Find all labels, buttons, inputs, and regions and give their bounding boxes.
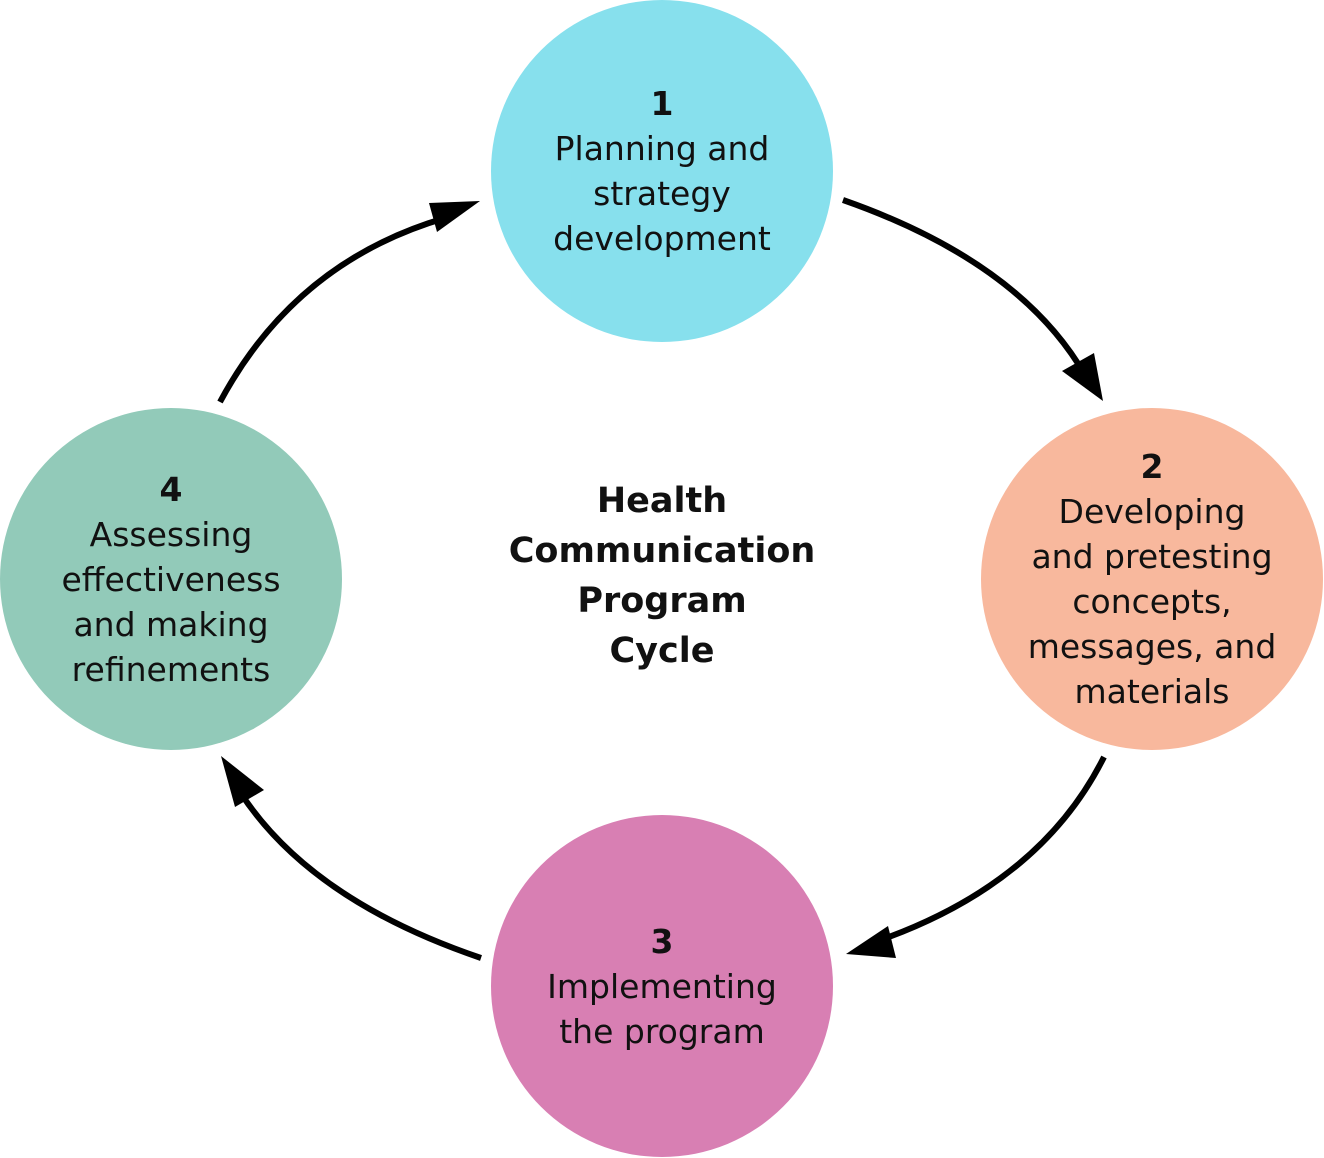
step-2-label-line: concepts,	[1072, 582, 1232, 621]
step-4-number: 4	[159, 469, 183, 509]
step-2-label-line: materials	[1074, 672, 1230, 711]
step-4-label-line: refinements	[71, 649, 271, 689]
diagram-title-line: Program	[577, 581, 747, 621]
arrow-step2-to-step3	[874, 755, 1107, 945]
step-3-circle: 3 Implementing the program	[491, 815, 833, 1157]
arrowhead-step4	[221, 756, 264, 807]
step-2-label-line: and pretesting	[1031, 537, 1273, 576]
diagram-title-line: Health	[596, 481, 728, 521]
step-1-number: 1	[650, 84, 674, 123]
diagram-title: Health Communication Program Cycle	[462, 476, 862, 676]
step-4-label-line: Assessing	[89, 514, 253, 554]
step-2-number: 2	[1140, 447, 1164, 486]
arrowhead-step2	[1062, 353, 1103, 401]
step-4-label-line: effectiveness	[61, 559, 281, 599]
step-3-label-line: Implementing	[547, 966, 777, 1006]
arrowhead-step3	[846, 926, 896, 958]
step-2-label-line: messages, and	[1027, 627, 1277, 666]
diagram-title-line: Cycle	[609, 631, 715, 671]
step-3-number: 3	[650, 921, 674, 961]
step-3-label-line: the program	[559, 1011, 765, 1051]
arrow-step4-to-step1	[217, 215, 446, 404]
step-1-label-line: development	[553, 219, 771, 258]
arrow-step3-to-step4	[237, 790, 482, 961]
step-4-circle: 4 Assessing effectiveness and making ref…	[0, 408, 342, 750]
step-1-circle: 1 Planning and strategy development	[491, 0, 833, 342]
diagram-title-line: Communication	[508, 531, 816, 571]
arrowhead-step1	[429, 201, 480, 232]
arrow-step1-to-step2	[842, 197, 1088, 377]
step-1-label-line: strategy	[593, 174, 731, 213]
step-4-label-line: and making	[73, 604, 269, 644]
step-1-label-line: Planning and	[554, 129, 770, 168]
step-2-label-line: Developing	[1058, 492, 1246, 531]
step-2-circle: 2 Developing and pretesting concepts, me…	[981, 408, 1323, 750]
